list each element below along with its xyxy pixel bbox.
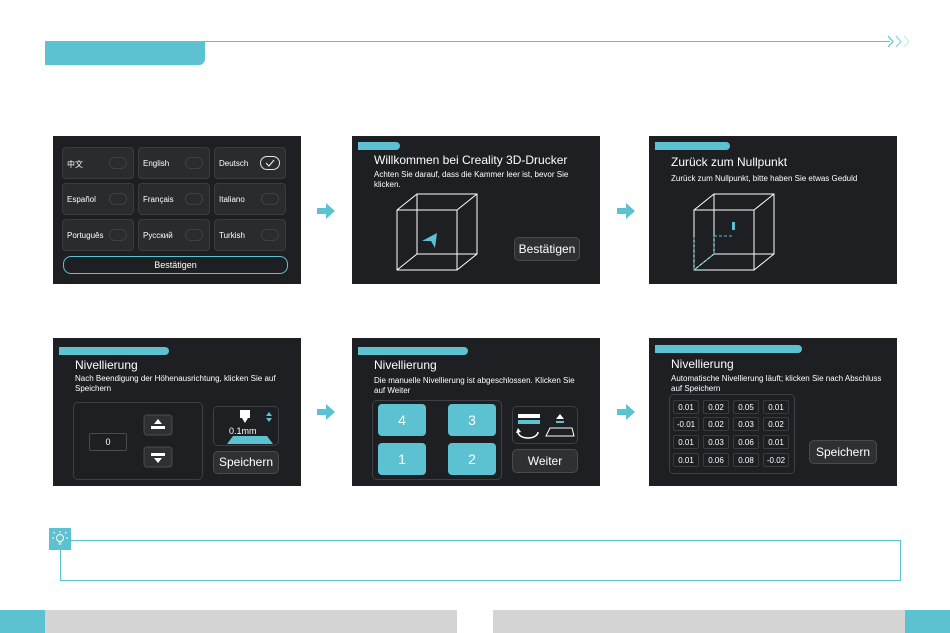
- lang-label: English: [143, 159, 170, 168]
- lang-label: Italiano: [219, 195, 245, 204]
- header-tab: [45, 41, 205, 65]
- lang-option-tr[interactable]: Turkish: [214, 219, 286, 251]
- save-button[interactable]: Speichern: [809, 440, 877, 464]
- screen-subtitle: Automatische Nivellierung läuft; klicken…: [671, 374, 882, 393]
- check-icon: [109, 229, 127, 241]
- mesh-value: 0.01: [763, 435, 789, 449]
- leveling-auto-screen: Nivellierung Automatische Nivellierung l…: [649, 338, 897, 486]
- lang-option-ru[interactable]: Русский: [138, 219, 210, 251]
- mesh-value: 0.03: [703, 435, 729, 449]
- lang-label: Turkish: [219, 231, 245, 240]
- mesh-value: 0.01: [673, 453, 699, 467]
- mesh-value: 0.02: [703, 417, 729, 431]
- nozzle-up-button-icon[interactable]: [143, 414, 173, 436]
- step-panel: [213, 406, 279, 446]
- header-line: [205, 41, 890, 42]
- check-icon: [185, 229, 203, 241]
- offset-value-field[interactable]: 0: [89, 433, 127, 451]
- level-point-1[interactable]: 1: [378, 443, 426, 475]
- homing-cube-icon: [693, 193, 775, 271]
- screen-tab: [358, 142, 400, 150]
- mesh-value: 0.05: [733, 400, 759, 414]
- mesh-value: 0.06: [733, 435, 759, 449]
- check-icon: [185, 157, 203, 169]
- print-chamber-cube-icon: [396, 193, 478, 271]
- level-point-2[interactable]: 2: [448, 443, 496, 475]
- level-point-4[interactable]: 4: [378, 404, 426, 436]
- screen-subtitle: Zurück zum Nullpunkt, bitte haben Sie et…: [671, 174, 858, 183]
- arrow-right-icon: [617, 203, 635, 219]
- lang-option-es[interactable]: Español: [62, 183, 134, 215]
- screen-title: Zurück zum Nullpunkt: [671, 155, 788, 169]
- lang-label: Français: [143, 195, 174, 204]
- screen-title: Willkommen bei Creality 3D-Drucker: [374, 153, 568, 167]
- language-screen: 中文 English Deutsch Español Français Ital…: [53, 136, 301, 284]
- lang-option-fr[interactable]: Français: [138, 183, 210, 215]
- footer-bar-left: [45, 610, 457, 633]
- check-icon: [109, 157, 127, 169]
- screen-title: Nivellierung: [75, 358, 138, 372]
- check-icon: [185, 193, 203, 205]
- save-button[interactable]: Speichern: [213, 451, 279, 474]
- confirm-button[interactable]: Bestätigen: [514, 237, 580, 261]
- mesh-value: 0.02: [763, 417, 789, 431]
- mesh-value: 0.01: [763, 400, 789, 414]
- screen-subtitle: Nach Beendigung der Höhenausrichtung, kl…: [75, 374, 276, 393]
- nozzle-bed-icon: [227, 410, 273, 444]
- arrow-right-icon: [317, 404, 335, 420]
- mesh-value: 0.02: [703, 400, 729, 414]
- lang-option-it[interactable]: Italiano: [214, 183, 286, 215]
- continue-button[interactable]: Weiter: [512, 449, 578, 473]
- lang-label: Русский: [143, 231, 173, 240]
- leveling-adjust-screen: Nivellierung Nach Beendigung der Höhenau…: [53, 338, 301, 486]
- lang-option-zh[interactable]: 中文: [62, 147, 134, 179]
- screen-title: Nivellierung: [374, 358, 437, 372]
- screen-tab: [59, 347, 169, 355]
- screen-tab: [358, 347, 468, 355]
- mesh-value: 0.08: [733, 453, 759, 467]
- lang-label: Deutsch: [219, 159, 249, 168]
- nozzle-down-button-icon[interactable]: [143, 446, 173, 468]
- mesh-value: -0.02: [763, 453, 789, 467]
- adjust-panel: [73, 402, 203, 480]
- screen-title: Nivellierung: [671, 357, 734, 371]
- header-chevrons-icon: [887, 35, 910, 48]
- points-panel: [372, 400, 502, 480]
- lang-label: 中文: [67, 160, 83, 169]
- lightbulb-icon: [52, 531, 68, 545]
- screen-tab: [655, 142, 730, 150]
- confirm-button[interactable]: Bestätigen: [63, 256, 288, 274]
- footer-bar-right: [493, 610, 905, 633]
- mesh-value: 0.03: [733, 417, 759, 431]
- bed-status-panel: [512, 406, 578, 444]
- screen-tab: [655, 345, 802, 353]
- lang-option-en[interactable]: English: [138, 147, 210, 179]
- homing-screen: Zurück zum Nullpunkt Zurück zum Nullpunk…: [649, 136, 897, 284]
- check-icon: [261, 229, 279, 241]
- mesh-value: 0.06: [703, 453, 729, 467]
- welcome-screen: Willkommen bei Creality 3D-Drucker Achte…: [352, 136, 600, 284]
- mesh-value: 0.01: [673, 400, 699, 414]
- check-icon: [261, 193, 279, 205]
- step-size-label: 0.1mm: [229, 426, 257, 436]
- lang-label: Español: [67, 195, 96, 204]
- level-point-3[interactable]: 3: [448, 404, 496, 436]
- check-selected-icon: [260, 156, 280, 170]
- check-icon: [109, 193, 127, 205]
- footer-accent-left: [0, 610, 45, 633]
- leveling-manual-screen: Nivellierung Die manuelle Nivellierung i…: [352, 338, 600, 486]
- tip-box: [60, 540, 901, 581]
- screen-subtitle: Die manuelle Nivellierung ist abgeschlos…: [374, 376, 575, 395]
- lang-label: Português: [67, 231, 104, 240]
- mesh-value: -0.01: [673, 417, 699, 431]
- mesh-value: 0.01: [673, 435, 699, 449]
- arrow-right-icon: [317, 203, 335, 219]
- lang-option-pt[interactable]: Português: [62, 219, 134, 251]
- mesh-grid-panel: [669, 394, 795, 474]
- screen-subtitle: Achten Sie darauf, dass die Kammer leer …: [374, 170, 569, 189]
- footer-accent-right: [905, 610, 950, 633]
- arrow-right-icon: [617, 404, 635, 420]
- lang-option-de[interactable]: Deutsch: [214, 147, 286, 179]
- bed-leveling-icon: [516, 414, 575, 439]
